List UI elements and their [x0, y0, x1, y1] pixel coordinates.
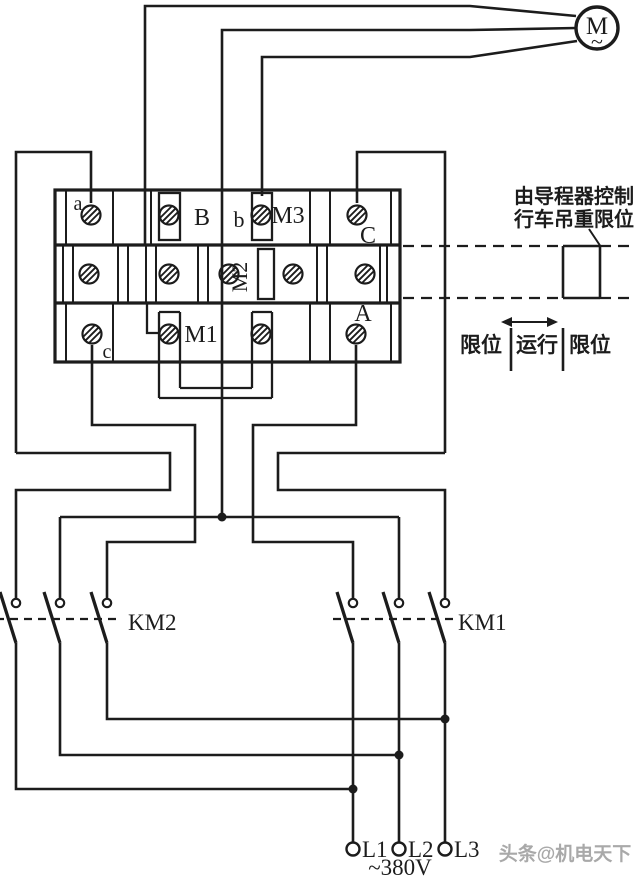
junction-dot — [394, 750, 404, 760]
motor-letter: M — [586, 13, 608, 40]
label-A: A — [354, 301, 372, 327]
screw-r3c3 — [250, 323, 272, 345]
screw-r2c4 — [282, 263, 304, 285]
screw-A — [345, 323, 367, 345]
screw-r2c1 — [78, 263, 100, 285]
label-l1: L1 — [362, 837, 388, 862]
screw-r2c2 — [158, 263, 180, 285]
label-M2: M2 — [227, 262, 252, 293]
zone-mid-label: 运行 — [516, 333, 558, 357]
label-M1: M1 — [184, 322, 217, 348]
motor-wave: ~ — [591, 29, 603, 54]
label-b: b — [234, 207, 245, 232]
contactor-km2: KM2 — [0, 591, 177, 644]
limit-annotation: 由导程器控制 行车吊重限位 限位 运行 限位 — [403, 184, 634, 371]
terminal-block: a B b M3 C M2 c M1 A — [53, 188, 402, 400]
zone-left-label: 限位 — [460, 333, 502, 357]
label-l3: L3 — [454, 837, 480, 862]
screw-c — [81, 323, 103, 345]
side-feeder-wires — [14, 150, 447, 453]
motor-leads — [143, 4, 578, 516]
block-partitions — [62, 190, 392, 362]
label-B: B — [194, 205, 210, 231]
supply-buses — [14, 643, 450, 842]
junction-dot — [217, 512, 227, 522]
screw-r2c5 — [354, 263, 376, 285]
note-line2: 行车吊重限位 — [513, 207, 634, 231]
screw-M3 — [250, 204, 272, 226]
label-C: C — [360, 223, 376, 249]
note-line1: 由导程器控制 — [514, 184, 634, 208]
screw-C — [346, 204, 368, 226]
interchange-wiring — [14, 345, 447, 599]
cam-slider-box — [561, 244, 602, 300]
power-terminals: L1 L2 L3 ~380V — [345, 837, 480, 876]
travel-arrow — [501, 317, 558, 327]
pointer-line — [588, 228, 602, 248]
label-km2: KM2 — [128, 610, 177, 635]
label-km1: KM1 — [458, 610, 507, 635]
label-c: c — [103, 341, 112, 363]
zone-right-label: 限位 — [569, 333, 611, 357]
label-M3: M3 — [271, 203, 304, 229]
junction-dot — [440, 714, 450, 724]
screw-M1 — [158, 323, 180, 345]
watermark: 头条@机电天下 — [499, 842, 632, 865]
motor-symbol: M ~ — [574, 5, 620, 54]
label-l2: L2 — [408, 837, 434, 862]
junction-dot — [348, 784, 358, 794]
contactor-km1: KM1 — [333, 591, 507, 644]
screw-a — [80, 204, 102, 226]
screw-B — [158, 204, 180, 226]
label-a: a — [74, 193, 83, 215]
label-voltage: ~380V — [368, 855, 432, 876]
